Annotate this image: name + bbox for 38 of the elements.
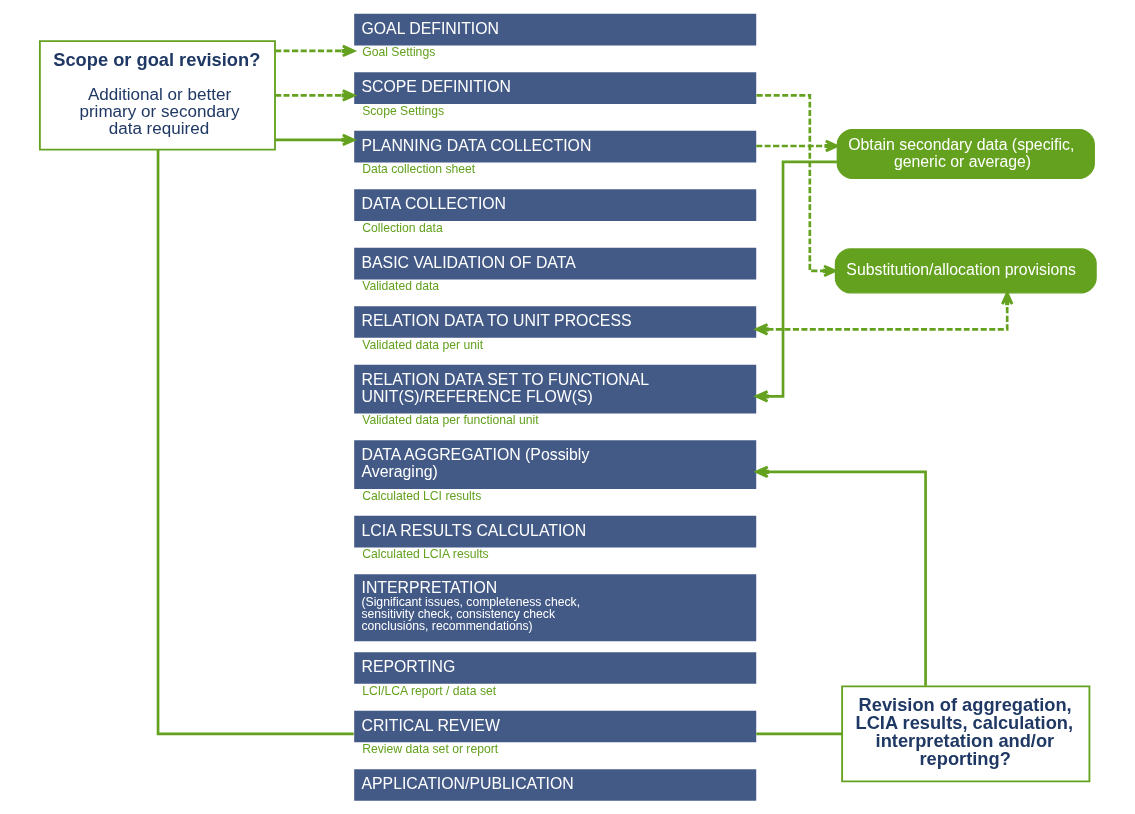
node-box: PLANNING DATA COLLECTION: [353, 130, 756, 163]
node-label: Validated data per unit: [361, 337, 483, 352]
arrow: [754, 465, 927, 686]
arrow: [274, 89, 355, 102]
node-label: Data collection sheet: [361, 162, 475, 177]
node-box: APPLICATION/PUBLICATION: [353, 769, 756, 801]
node-box: CRITICAL REVIEW: [353, 710, 756, 743]
node-box: REPORTING: [353, 652, 756, 684]
arrow: [755, 94, 837, 278]
arrow: [274, 44, 355, 58]
node-box: RELATION DATA SET TO FUNCTIONAL UNIT(S)/REFERENCE FLOW(S): [353, 364, 756, 414]
node-box: RELATION DATA TO UNIT PROCESS: [353, 306, 756, 338]
arrow: [274, 133, 355, 147]
connector: [755, 732, 842, 736]
node-label: Validated data per functional unit: [361, 413, 539, 428]
node-label: Goal Settings: [361, 45, 435, 60]
node-label: LCI/LCA report / data set: [361, 683, 496, 698]
node-label: Review data set or report: [361, 742, 498, 757]
node-box: LCIA RESULTS CALCULATION: [353, 515, 756, 548]
node-box: INTERPRETATION (Significant issues, completeness check, sensitivity check, consistency check conclusions, recommendations): [353, 574, 756, 642]
node-box: Revision of aggregation, LCIA results, calculation, interpretation and/or reporting?: [840, 685, 1090, 783]
node-label: Calculated LCIA results: [361, 547, 489, 562]
arrow: [754, 160, 837, 403]
node-box: DATA COLLECTION: [353, 189, 756, 221]
node-box: DATA AGGREGATION (Possibly Averaging): [353, 440, 756, 489]
node-label: Collection data: [361, 220, 443, 235]
arrow: [754, 291, 1013, 336]
connector: [156, 149, 354, 736]
node-box: Obtain secondary data (specific, generic or average): [836, 128, 1095, 179]
node-box: Scope or goal revision? Additional or better primary or secondary data required: [38, 40, 276, 151]
node-label: Scope Settings: [361, 103, 444, 118]
arrow: [755, 139, 838, 153]
node-box: GOAL DEFINITION: [353, 13, 756, 46]
node-label: Calculated LCI results: [361, 488, 481, 503]
node-box: BASIC VALIDATION OF DATA: [353, 247, 756, 280]
node-box: SCOPE DEFINITION: [353, 72, 756, 104]
node-label: Validated data: [361, 279, 439, 294]
node-box: Substitution/allocation provisions: [834, 248, 1097, 294]
